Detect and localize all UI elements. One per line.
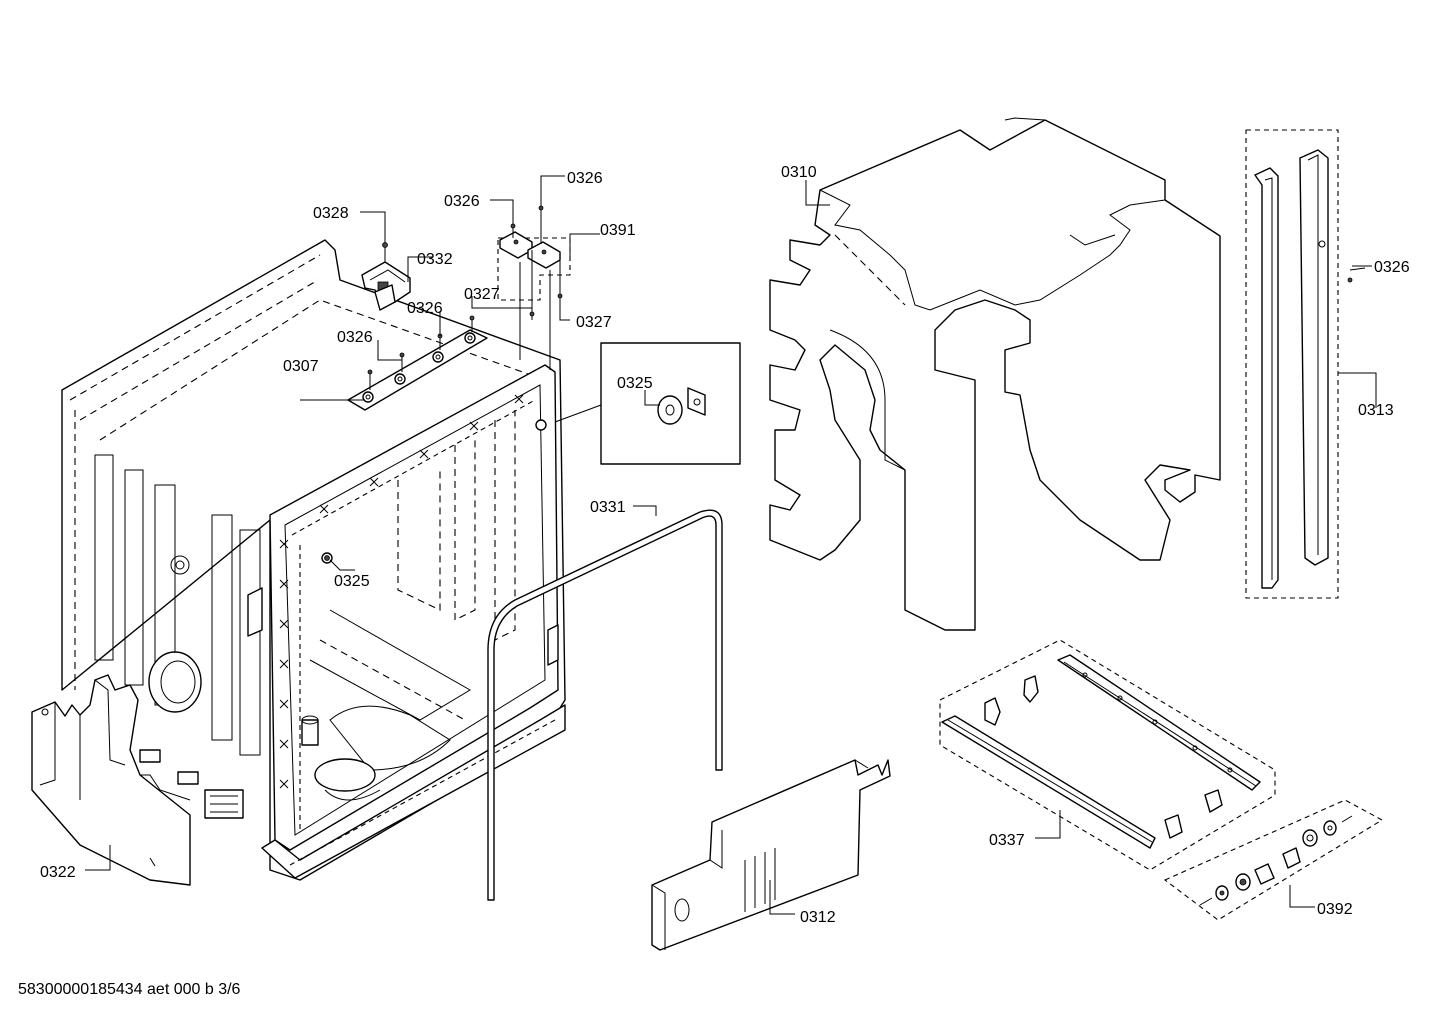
hardware-kit-0392: [1163, 799, 1384, 921]
callout-0322: 0322: [40, 864, 76, 881]
callout-0326: 0326: [337, 329, 373, 346]
callout-0328: 0328: [313, 205, 349, 222]
inset-box-0325: [554, 342, 741, 465]
callout-0310: 0310: [781, 164, 817, 181]
callout-0391: 0391: [600, 222, 636, 239]
callout-0326: 0326: [407, 300, 443, 317]
callout-0312: 0312: [800, 909, 836, 926]
hardware-kit-0337: [939, 639, 1276, 871]
callout-0325: 0325: [334, 573, 370, 590]
callout-labels: 0328 0326 0326 0391 0332 0327 0326 0327 …: [40, 164, 1410, 926]
tub-assembly: [61, 239, 566, 881]
side-rails-0313: [1245, 129, 1366, 599]
door-gasket-0331: [487, 509, 723, 901]
latch-bracket-0332: [361, 242, 411, 311]
callout-0326: 0326: [1374, 259, 1410, 276]
kickplate-bracket-0312: [651, 759, 891, 951]
callout-0327: 0327: [576, 314, 612, 331]
callout-0325: 0325: [617, 375, 653, 392]
callout-0307: 0307: [283, 358, 319, 375]
hinge-plates-0391: [497, 205, 571, 370]
callout-0313: 0313: [1358, 402, 1394, 419]
leader-lines: [85, 175, 1377, 915]
callout-0326: 0326: [444, 193, 480, 210]
insulation-mat-0310: [769, 117, 1221, 631]
callout-0331: 0331: [590, 499, 626, 516]
callout-0332: 0332: [417, 251, 453, 268]
side-panel-0322: [31, 674, 191, 886]
document-id: 58300000185434 aet 000 b 3/6: [18, 981, 241, 998]
top-rail-0307: [347, 315, 488, 411]
callout-0392: 0392: [1317, 901, 1353, 918]
callout-0337: 0337: [989, 832, 1025, 849]
callout-0327: 0327: [464, 286, 500, 303]
callout-0326: 0326: [567, 170, 603, 187]
